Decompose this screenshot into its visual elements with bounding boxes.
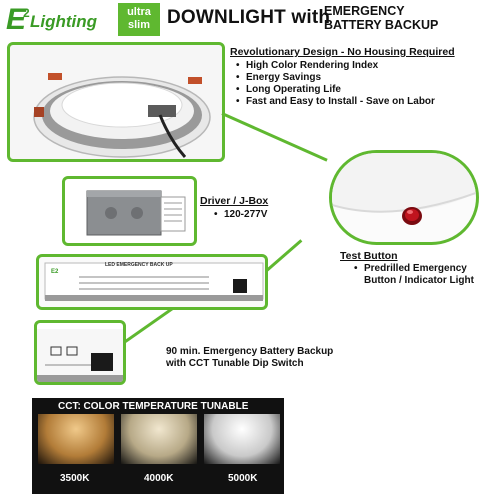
cct-label-5000k: 5000K (228, 473, 258, 484)
page-title: DOWNLIGHT with (167, 7, 331, 28)
battery-photo: E2 (44, 262, 264, 301)
header: E 2 Lighting ultra slim DOWNLIGHT with E… (0, 0, 495, 40)
cct-swatch-3500k (38, 414, 114, 464)
dip-switch-photo-frame (34, 320, 126, 385)
cct-swatch-4000k (121, 414, 197, 464)
feature-item: High Color Rendering Index (236, 60, 435, 72)
feature-item: Fast and Easy to Install - Save on Labor (236, 96, 435, 108)
test-button-photo (332, 153, 476, 225)
driver-heading: Driver / J-Box (200, 195, 269, 207)
test-button-heading: Test Button (340, 250, 398, 262)
design-heading: Revolutionary Design - No Housing Requir… (230, 46, 455, 58)
downlight-photo (33, 73, 211, 158)
battery-caption: 90 min. Emergency Battery Backup with CC… (166, 346, 334, 369)
ultra-slim-badge: ultra slim (118, 3, 160, 36)
test-button-item: Predrilled Emergency Button / Indicator … (354, 263, 474, 287)
logo-word: Lighting (30, 12, 98, 31)
driver-photo-frame (62, 176, 197, 246)
dip-switch-photo (37, 329, 123, 382)
driver-items: 120-277V (212, 209, 267, 221)
feature-item: Energy Savings (236, 72, 435, 84)
test-button-items: Predrilled Emergency Button / Indicator … (352, 263, 474, 287)
cct-label-3500k: 3500K (60, 473, 90, 484)
cct-panel: CCT: COLOR TEMPERATURE TUNABLE 3500K 400… (32, 398, 284, 494)
cct-label-4000k: 4000K (144, 473, 174, 484)
svg-text:E2: E2 (51, 269, 59, 275)
downlight-photo-frame (7, 42, 225, 162)
logo: E 2 Lighting (6, 3, 108, 36)
test-button-photo-frame (329, 150, 479, 245)
battery-photo-frame: E2 LED EMERGENCY BACK UP (36, 254, 268, 310)
battery-label: LED EMERGENCY BACK UP (105, 262, 173, 268)
feature-item: Long Operating Life (236, 84, 435, 96)
design-features: High Color Rendering Index Energy Saving… (234, 60, 435, 108)
logo-two: 2 (23, 6, 30, 20)
page-title-secondary: EMERGENCY BATTERY BACKUP (324, 4, 439, 32)
driver-item: 120-277V (214, 209, 267, 221)
cct-swatch-5000k (204, 414, 280, 464)
logo-e: E (6, 3, 27, 36)
connector-line (221, 112, 328, 162)
driver-photo (86, 190, 186, 236)
cct-heading: CCT: COLOR TEMPERATURE TUNABLE (58, 401, 249, 412)
